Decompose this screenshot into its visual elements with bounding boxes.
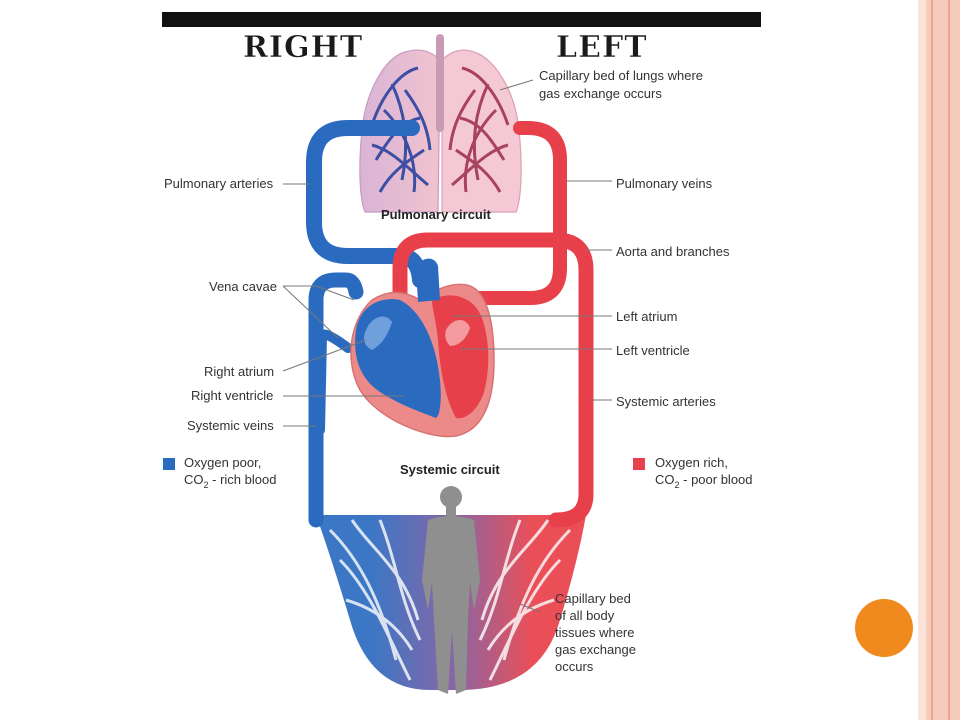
legend-poor-line2: CO2 - rich blood [184, 472, 276, 490]
slide-border-line-2 [948, 0, 950, 720]
label-pulmonary-veins: Pulmonary veins [616, 176, 713, 191]
label-vena-cavae: Vena cavae [209, 279, 277, 294]
legend-oxygen-poor: Oxygen poor, CO2 - rich blood [163, 455, 276, 490]
label-pulmonary-arteries: Pulmonary arteries [164, 176, 274, 191]
slide-accent-circle [855, 599, 913, 657]
label-capillary-body-4: gas exchange [555, 642, 636, 657]
label-aorta: Aorta and branches [616, 244, 730, 259]
label-left-atrium: Left atrium [616, 309, 677, 324]
heart [350, 258, 495, 438]
human-figure [422, 486, 480, 694]
label-systemic-arteries: Systemic arteries [616, 394, 716, 409]
label-capillary-body-1: Capillary bed [555, 591, 631, 606]
label-capillary-lungs-1: Capillary bed of lungs where [539, 68, 703, 83]
legend-swatch-red [633, 458, 645, 470]
legend-oxygen-rich: Oxygen rich, CO2 - poor blood [633, 455, 753, 490]
label-capillary-body-2: of all body [555, 608, 615, 623]
label-capillary-body-5: occurs [555, 659, 594, 674]
slide-border-line-1 [931, 0, 933, 720]
label-right-atrium: Right atrium [204, 364, 274, 379]
oxygenated-vessels [392, 121, 594, 528]
label-right-ventricle: Right ventricle [191, 388, 273, 403]
label-systemic-circuit: Systemic circuit [400, 462, 500, 477]
label-capillary-lungs-2: gas exchange occurs [539, 86, 662, 101]
legend-poor-line1: Oxygen poor, [184, 455, 261, 470]
label-pulmonary-circuit: Pulmonary circuit [381, 207, 491, 222]
left-side-title: LEFT [556, 30, 648, 65]
right-side-title: RIGHT [243, 30, 363, 65]
legend-swatch-blue [163, 458, 175, 470]
label-left-ventricle: Left ventricle [616, 343, 690, 358]
legend-rich-line2: CO2 - poor blood [655, 472, 753, 490]
slide-border-outer [918, 0, 926, 720]
header-bar [162, 12, 761, 27]
legend-rich-line1: Oxygen rich, [655, 455, 728, 470]
deoxygenated-vessels [306, 120, 428, 528]
leader-lines [282, 79, 612, 613]
label-capillary-body-3: tissues where [555, 625, 634, 640]
label-systemic-veins: Systemic veins [187, 418, 274, 433]
